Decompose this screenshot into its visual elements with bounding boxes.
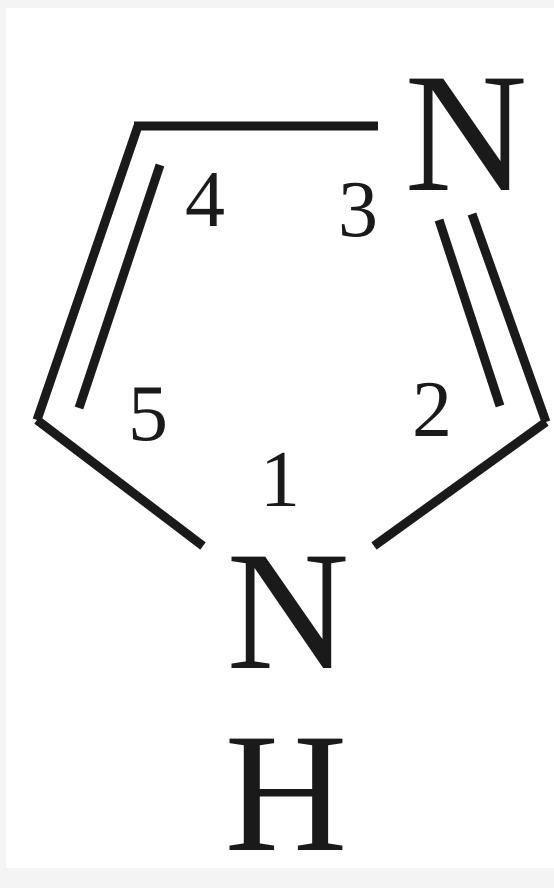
locant-3: 3 xyxy=(338,166,378,254)
atom-labels: N N H xyxy=(225,39,528,887)
locant-5: 5 xyxy=(128,370,168,458)
bond-c2-n3-outer xyxy=(467,212,551,424)
bond-c4-c5-outer xyxy=(32,124,143,422)
bond-c5-n1 xyxy=(34,416,206,550)
locant-labels: 1 2 3 4 5 xyxy=(128,156,452,524)
bond-n1-c2 xyxy=(371,418,549,550)
bond-c4-c5-inner xyxy=(74,163,165,410)
bond-c2-n3-inner xyxy=(434,218,505,408)
locant-1: 1 xyxy=(260,436,300,524)
atom-h1: H xyxy=(225,699,348,887)
ring-bonds xyxy=(32,121,551,550)
locant-4: 4 xyxy=(185,156,225,244)
diagram-panel xyxy=(6,8,554,868)
locant-2: 2 xyxy=(412,366,452,454)
atom-n3: N xyxy=(405,39,528,227)
atom-n1: N xyxy=(227,517,350,705)
